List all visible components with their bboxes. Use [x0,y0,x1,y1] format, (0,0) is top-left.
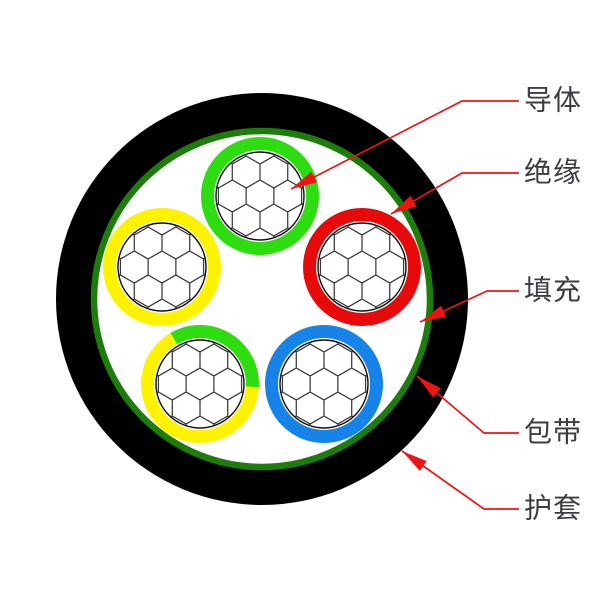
conductor-circle [215,151,305,241]
label-tape: 包带 [524,417,582,449]
leader-arrowheads [291,171,447,471]
label-sheath: 护套 [524,493,582,525]
core-upper-right-red [303,208,421,326]
conductor-circle [155,339,245,429]
core-top-green [201,137,319,255]
arrowhead-conductor [291,171,317,189]
label-conductor: 导体 [524,85,582,117]
arrowhead-filling [420,305,447,322]
layer-labels: 导体 绝缘 填充 包带 护套 [524,85,582,525]
arrowhead-insulation [391,195,417,214]
arrowhead-tape [417,376,441,398]
label-filling: 填充 [524,275,582,307]
label-insulation: 绝缘 [524,157,582,189]
conductor-circle [117,222,207,312]
arrowhead-sheath [402,451,427,471]
core-lower-left-yellow-green [141,325,259,443]
leader-line-insulation [390,172,519,215]
core-upper-left-yellow [103,208,221,326]
leader-lines [290,100,519,510]
insulation-ring-green-part [170,325,259,388]
leader-line-sheath [401,450,519,510]
leader-line-tape [416,375,519,434]
core-lower-right-blue [265,325,383,443]
conductor-circle [279,339,369,429]
conductor-circle [317,222,407,312]
leader-line-conductor [290,100,519,190]
